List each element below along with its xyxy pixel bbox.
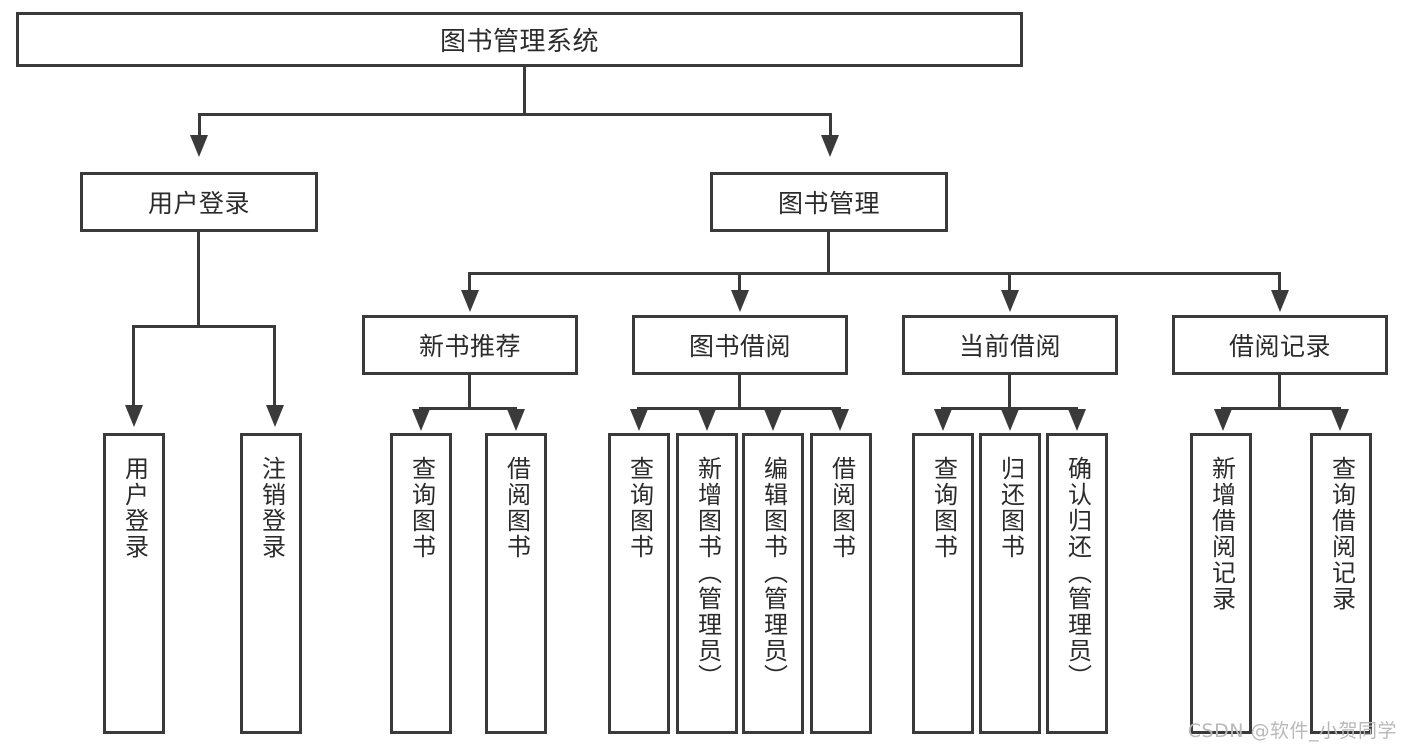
connector-user-login-stem bbox=[197, 232, 200, 327]
arrowhead-root-to-user-login bbox=[190, 135, 208, 157]
connector-root-bus bbox=[198, 113, 832, 116]
arrowhead-book-borrow-leaf-2 bbox=[698, 409, 716, 431]
leaf-borrow-add-book-label: 新增图书（管理员） bbox=[693, 456, 722, 690]
connector-book-manage-drop-1 bbox=[468, 272, 471, 292]
connector-borrow-record-bus bbox=[1221, 407, 1341, 410]
node-book-manage-label: 图书管理 bbox=[777, 189, 880, 218]
connector-new-book-bus bbox=[419, 407, 517, 410]
leaf-current-confirm-return-label: 确认归还（管理员） bbox=[1063, 456, 1092, 690]
leaf-recommend-query-book-label: 查询图书 bbox=[407, 456, 436, 560]
node-book-manage[interactable]: 图书管理 bbox=[710, 172, 948, 232]
node-root-system[interactable]: 图书管理系统 bbox=[16, 12, 1023, 67]
connector-root-stem bbox=[523, 67, 526, 114]
connector-user-login-drop-1 bbox=[132, 325, 135, 407]
leaf-record-query-record[interactable]: 查询借阅记录 bbox=[1310, 433, 1372, 734]
node-root-label: 图书管理系统 bbox=[439, 27, 599, 57]
arrowhead-new-book-leaf-2 bbox=[507, 409, 525, 431]
arrowhead-current-borrow-leaf-1 bbox=[934, 409, 952, 431]
leaf-current-confirm-return[interactable]: 确认归还（管理员） bbox=[1046, 433, 1108, 734]
connector-book-borrow-bus bbox=[637, 407, 841, 410]
connector-current-borrow-stem bbox=[1008, 375, 1011, 410]
arrowhead-to-new-book-recommend bbox=[461, 290, 479, 312]
leaf-borrow-query-book[interactable]: 查询图书 bbox=[608, 433, 670, 734]
leaf-record-add-record-label: 新增借阅记录 bbox=[1207, 456, 1236, 612]
connector-book-manage-drop-3 bbox=[1008, 272, 1011, 292]
arrowhead-borrow-record-leaf-2 bbox=[1331, 409, 1349, 431]
arrowhead-new-book-leaf-1 bbox=[412, 409, 430, 431]
leaf-current-query-book-label: 查询图书 bbox=[929, 456, 958, 560]
arrowhead-book-borrow-leaf-3 bbox=[764, 409, 782, 431]
node-new-book-recommend-label: 新书推荐 bbox=[418, 332, 521, 361]
leaf-borrow-query-book-label: 查询图书 bbox=[625, 456, 654, 560]
connector-book-manage-stem bbox=[827, 232, 830, 274]
connector-book-manage-bus bbox=[468, 272, 1280, 275]
leaf-borrow-edit-book-label: 编辑图书（管理员） bbox=[759, 456, 788, 690]
node-current-borrow-label: 当前借阅 bbox=[958, 332, 1061, 361]
node-borrow-record-label: 借阅记录 bbox=[1228, 332, 1331, 361]
arrowhead-root-to-book-manage bbox=[821, 135, 839, 157]
node-borrow-record[interactable]: 借阅记录 bbox=[1172, 315, 1388, 375]
connector-root-drop-2 bbox=[829, 113, 832, 138]
arrowhead-user-login-leaf-1 bbox=[125, 405, 143, 427]
connector-book-manage-drop-4 bbox=[1278, 272, 1281, 292]
leaf-recommend-borrow-book-label: 借阅图书 bbox=[502, 456, 531, 560]
arrowhead-borrow-record-leaf-1 bbox=[1214, 409, 1232, 431]
leaf-current-return-book[interactable]: 归还图书 bbox=[979, 433, 1041, 734]
leaf-borrow-borrow-book-label: 借阅图书 bbox=[827, 456, 856, 560]
arrowhead-user-login-leaf-2 bbox=[266, 405, 284, 427]
node-current-borrow[interactable]: 当前借阅 bbox=[902, 315, 1118, 375]
leaf-borrow-add-book[interactable]: 新增图书（管理员） bbox=[676, 433, 738, 734]
connector-borrow-record-stem bbox=[1278, 375, 1281, 410]
leaf-current-query-book[interactable]: 查询图书 bbox=[912, 433, 974, 734]
connector-book-manage-drop-2 bbox=[738, 272, 741, 292]
node-user-login-label: 用户登录 bbox=[147, 189, 250, 218]
arrowhead-book-borrow-leaf-4 bbox=[831, 409, 849, 431]
connector-root-drop-1 bbox=[198, 113, 201, 138]
connector-book-borrow-stem bbox=[738, 375, 741, 410]
leaf-current-return-book-label: 归还图书 bbox=[996, 456, 1025, 560]
arrowhead-to-current-borrow bbox=[1001, 290, 1019, 312]
leaf-user-logout[interactable]: 注销登录 bbox=[240, 433, 302, 734]
arrowhead-to-borrow-record bbox=[1271, 290, 1289, 312]
leaf-borrow-edit-book[interactable]: 编辑图书（管理员） bbox=[742, 433, 804, 734]
leaf-user-logout-label: 注销登录 bbox=[257, 456, 286, 560]
arrowhead-book-borrow-leaf-1 bbox=[630, 409, 648, 431]
arrowhead-current-borrow-leaf-3 bbox=[1068, 409, 1086, 431]
connector-user-login-bus bbox=[132, 325, 276, 328]
leaf-user-login[interactable]: 用户登录 bbox=[103, 433, 165, 734]
leaf-record-query-record-label: 查询借阅记录 bbox=[1327, 456, 1356, 612]
arrowhead-to-book-borrow bbox=[731, 290, 749, 312]
leaf-borrow-borrow-book[interactable]: 借阅图书 bbox=[810, 433, 872, 734]
node-book-borrow[interactable]: 图书借阅 bbox=[632, 315, 848, 375]
node-book-borrow-label: 图书借阅 bbox=[688, 332, 791, 361]
leaf-record-add-record[interactable]: 新增借阅记录 bbox=[1190, 433, 1252, 734]
connector-new-book-stem bbox=[468, 375, 471, 410]
node-user-login[interactable]: 用户登录 bbox=[80, 172, 318, 232]
leaf-recommend-borrow-book[interactable]: 借阅图书 bbox=[485, 433, 547, 734]
watermark-text: CSDN @软件_小贺同学 bbox=[1187, 720, 1397, 742]
node-new-book-recommend[interactable]: 新书推荐 bbox=[362, 315, 578, 375]
connector-user-login-drop-2 bbox=[273, 325, 276, 407]
arrowhead-current-borrow-leaf-2 bbox=[1001, 409, 1019, 431]
leaf-user-login-label: 用户登录 bbox=[120, 456, 149, 560]
leaf-recommend-query-book[interactable]: 查询图书 bbox=[390, 433, 452, 734]
